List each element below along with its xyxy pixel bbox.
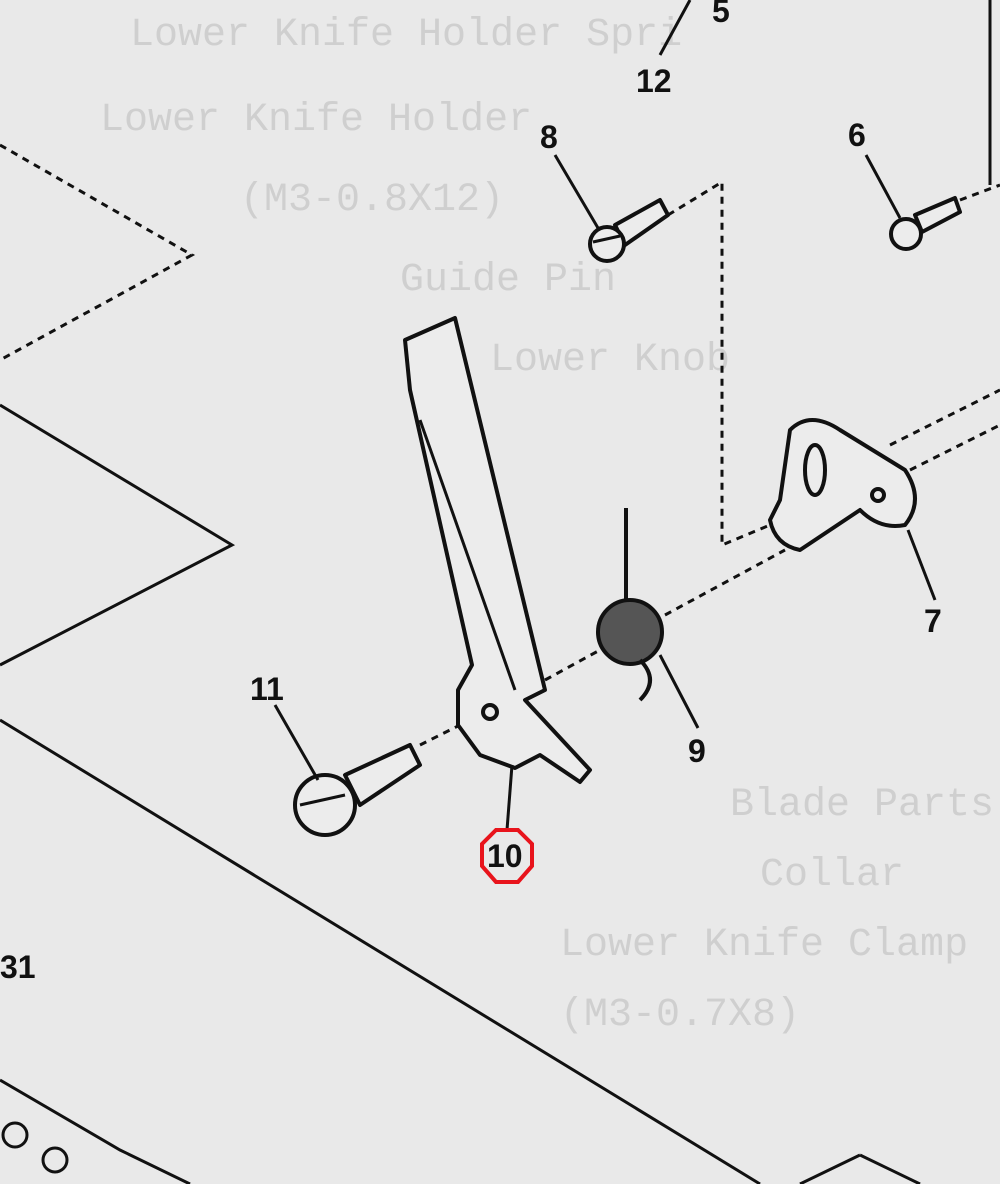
- assembly-lines: [419, 179, 1000, 747]
- svg-text:Guide Pin: Guide Pin: [400, 258, 616, 303]
- svg-text:Lower Knife Clamp: Lower Knife Clamp: [560, 923, 968, 968]
- screw-part-8[interactable]: [588, 198, 670, 263]
- screw-part-6[interactable]: [889, 196, 962, 251]
- highlight-circle: [480, 828, 534, 884]
- svg-text:Lower Knob: Lower Knob: [490, 338, 730, 383]
- svg-text:Lower Knife Holder Spri: Lower Knife Holder Spri: [130, 13, 682, 58]
- callout-12: 12: [636, 63, 672, 99]
- svg-text:Lower Knife Holder: Lower Knife Holder: [100, 98, 532, 143]
- plate-part-7[interactable]: [768, 418, 917, 552]
- svg-text:(M3-0.7X8): (M3-0.7X8): [560, 993, 800, 1038]
- svg-text:Collar: Collar: [760, 853, 904, 898]
- callout-5: 5: [712, 0, 730, 29]
- callout-6: 6: [848, 117, 866, 153]
- callout-10: 10: [487, 838, 523, 874]
- callout-31: 31: [0, 949, 36, 985]
- callout-8: 8: [540, 119, 558, 155]
- callout-9: 9: [688, 733, 706, 769]
- svg-text:Blade Parts: Blade Parts: [730, 783, 994, 828]
- callout-7: 7: [924, 603, 942, 639]
- screw-part-11[interactable]: [293, 743, 422, 837]
- lever-part-10[interactable]: [403, 316, 592, 784]
- bleed-through-text: Lower Knife Holder Spri Lower Knife Hold…: [100, 13, 994, 1038]
- callout-11: 11: [250, 671, 284, 707]
- spring-part-9[interactable]: [596, 508, 664, 702]
- svg-text:(M3-0.8X12): (M3-0.8X12): [240, 178, 504, 223]
- leader-lines: [273, 0, 937, 831]
